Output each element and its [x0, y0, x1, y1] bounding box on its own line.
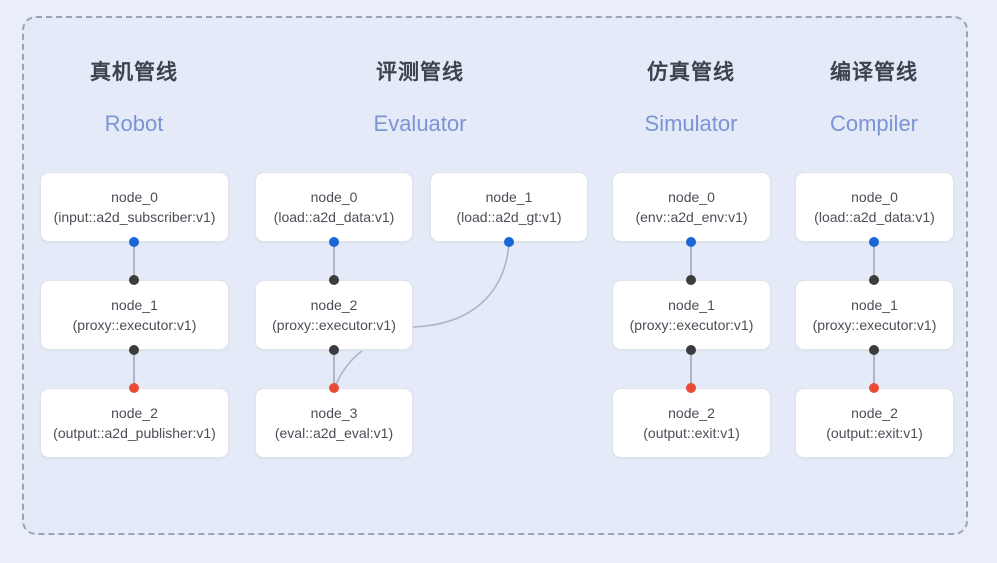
node-box-evaluator-1[interactable]: node_1 (load::a2d_gt:v1) [430, 172, 588, 242]
terminal-port-dot-simulator-2[interactable] [686, 383, 696, 393]
output-port-dot-evaluator-0[interactable] [329, 237, 339, 247]
node-type: (proxy::executor:v1) [812, 316, 937, 333]
node-box-simulator-2[interactable]: node_2 (output::exit:v1) [612, 388, 771, 458]
node-name: node_2 [310, 297, 358, 314]
node-name: node_1 [485, 189, 533, 206]
node-box-robot-2[interactable]: node_2 (output::a2d_publisher:v1) [40, 388, 229, 458]
node-type: (eval::a2d_eval:v1) [274, 424, 394, 441]
edge-simulator-1-2 [690, 350, 692, 388]
node-box-compiler-2[interactable]: node_2 (output::exit:v1) [795, 388, 954, 458]
node-type: (input::a2d_subscriber:v1) [53, 208, 216, 225]
node-type: (proxy::executor:v1) [72, 316, 197, 333]
node-name: node_0 [668, 189, 715, 206]
output-port-dot-simulator-0[interactable] [686, 237, 696, 247]
node-type: (load::a2d_gt:v1) [456, 208, 562, 225]
node-name: node_0 [310, 189, 358, 206]
node-type: (output::a2d_publisher:v1) [53, 424, 216, 441]
edge-compiler-1-2 [873, 350, 875, 388]
edge-evaluator-2-3 [333, 350, 335, 388]
node-box-robot-0[interactable]: node_0 (input::a2d_subscriber:v1) [40, 172, 229, 242]
node-box-evaluator-0[interactable]: node_0 (load::a2d_data:v1) [255, 172, 413, 242]
node-name: node_2 [851, 405, 898, 422]
node-type: (load::a2d_data:v1) [273, 208, 395, 225]
node-type: (proxy::executor:v1) [629, 316, 754, 333]
edge-robot-0-1 [133, 242, 135, 280]
node-name: node_1 [111, 297, 158, 314]
node-name: node_0 [851, 189, 898, 206]
edge-robot-1-2 [133, 350, 135, 388]
edge-evaluator-0-2 [333, 242, 335, 280]
output-port-dot-compiler-0[interactable] [869, 237, 879, 247]
terminal-port-dot-compiler-2[interactable] [869, 383, 879, 393]
node-box-simulator-1[interactable]: node_1 (proxy::executor:v1) [612, 280, 771, 350]
input-port-dot-compiler-1[interactable] [869, 275, 879, 285]
node-name: node_1 [851, 297, 898, 314]
input-port-dot-evaluator-2[interactable] [329, 275, 339, 285]
node-box-evaluator-3[interactable]: node_3 (eval::a2d_eval:v1) [255, 388, 413, 458]
edge-compiler-0-1 [873, 242, 875, 280]
node-name: node_2 [111, 405, 158, 422]
node-box-evaluator-2[interactable]: node_2 (proxy::executor:v1) [255, 280, 413, 350]
output-port-dot-evaluator-2[interactable] [329, 345, 339, 355]
node-box-simulator-0[interactable]: node_0 (env::a2d_env:v1) [612, 172, 771, 242]
input-port-dot-simulator-1[interactable] [686, 275, 696, 285]
node-type: (load::a2d_data:v1) [814, 208, 935, 225]
node-box-compiler-1[interactable]: node_1 (proxy::executor:v1) [795, 280, 954, 350]
output-port-dot-simulator-1[interactable] [686, 345, 696, 355]
node-name: node_2 [668, 405, 715, 422]
node-name: node_3 [310, 405, 358, 422]
node-type: (output::exit:v1) [826, 424, 923, 441]
node-box-robot-1[interactable]: node_1 (proxy::executor:v1) [40, 280, 229, 350]
output-port-dot-robot-0[interactable] [129, 237, 139, 247]
terminal-port-dot-robot-2[interactable] [129, 383, 139, 393]
terminal-port-dot-evaluator-3[interactable] [329, 383, 339, 393]
node-name: node_0 [111, 189, 158, 206]
output-port-dot-evaluator-1[interactable] [504, 237, 514, 247]
output-port-dot-compiler-1[interactable] [869, 345, 879, 355]
output-port-dot-robot-1[interactable] [129, 345, 139, 355]
node-name: node_1 [668, 297, 715, 314]
node-type: (env::a2d_env:v1) [635, 208, 748, 225]
node-type: (proxy::executor:v1) [272, 316, 396, 333]
input-port-dot-robot-1[interactable] [129, 275, 139, 285]
edge-simulator-0-1 [690, 242, 692, 280]
node-type: (output::exit:v1) [643, 424, 740, 441]
node-box-compiler-0[interactable]: node_0 (load::a2d_data:v1) [795, 172, 954, 242]
